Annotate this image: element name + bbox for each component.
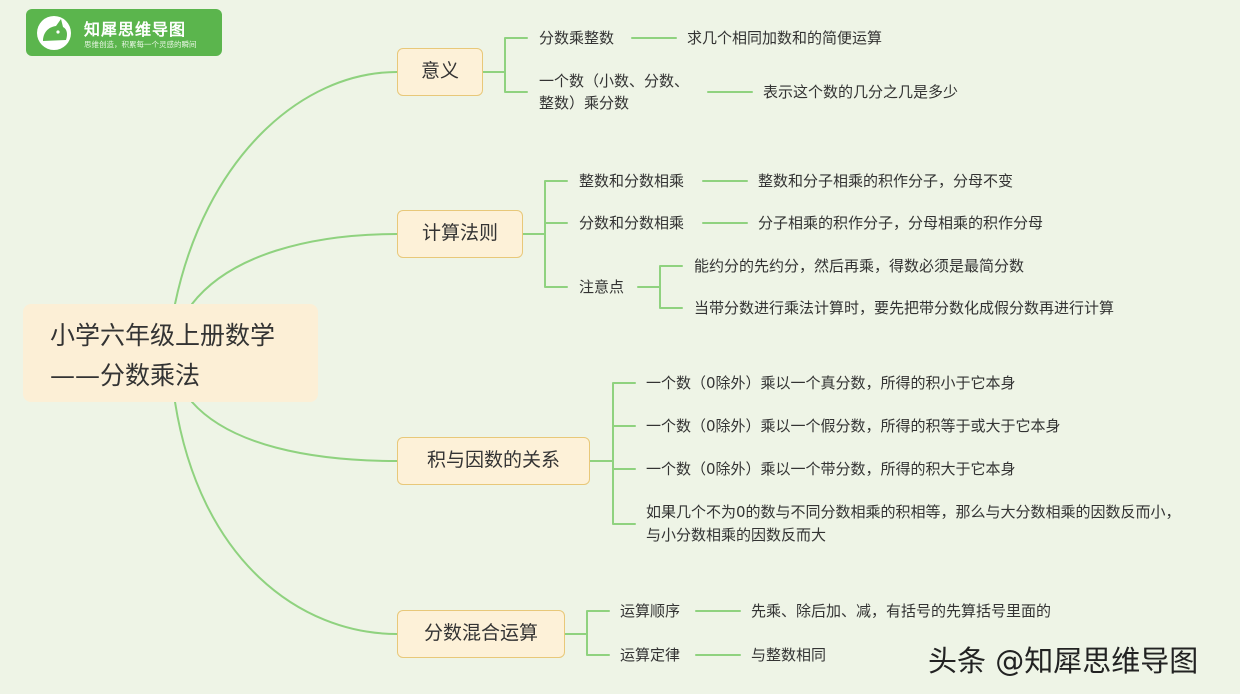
meaning-item-1: 分数乘整数 <box>539 29 615 47</box>
mixed-item-2-desc: 与整数相同 <box>751 646 827 664</box>
root-title-line2: ——分数乘法 <box>50 361 201 390</box>
logo-title: 知犀思维导图 <box>84 20 187 39</box>
connector-root-mixed <box>174 401 398 635</box>
meaning-item-2-line1: 一个数（小数、分数、 <box>539 72 690 90</box>
connector-root-relation <box>191 401 398 462</box>
logo-badge: 知犀思维导图 思维创造，积累每一个灵感的瞬间 <box>26 9 222 56</box>
rhino-logo-icon <box>37 16 71 50</box>
watermark: 头条 @知犀思维导图 <box>928 644 1199 678</box>
relation-item-1: 一个数（0除外）乘以一个真分数，所得的积小于它本身 <box>646 374 1016 392</box>
relation-item-4-line1: 如果几个不为0的数与不同分数相乘的积相等，那么与大分数相乘的因数反而小， <box>646 503 1181 521</box>
rules-item-3: 注意点 <box>579 278 625 296</box>
connector-root-rules <box>191 233 398 305</box>
rules-note-2: 当带分数进行乘法计算时，要先把带分数化成假分数再进行计算 <box>694 299 1115 317</box>
branch-mixed: 分数混合运算 <box>397 610 565 658</box>
rules-item-2: 分数和分数相乘 <box>579 214 685 232</box>
mixed-item-2: 运算定律 <box>620 646 681 664</box>
root-node: 小学六年级上册数学 ——分数乘法 <box>23 304 318 402</box>
root-title-line1: 小学六年级上册数学 <box>50 321 276 350</box>
logo-slogan: 思维创造，积累每一个灵感的瞬间 <box>84 40 197 49</box>
rules-item-1: 整数和分数相乘 <box>579 172 685 190</box>
rules-item-2-desc: 分子相乘的积作分子，分母相乘的积作分母 <box>758 214 1044 232</box>
rules-note-1: 能约分的先约分，然后再乘，得数必须是最简分数 <box>694 257 1025 275</box>
mixed-item-1: 运算顺序 <box>620 602 681 620</box>
branch-rules: 计算法则 <box>397 210 523 258</box>
mixed-item-1-desc: 先乘、除后加、减，有括号的先算括号里面的 <box>751 602 1052 620</box>
meaning-item-2-desc: 表示这个数的几分之几是多少 <box>763 83 959 101</box>
relation-item-2: 一个数（0除外）乘以一个假分数，所得的积等于或大于它本身 <box>646 417 1061 435</box>
branch-meaning: 意义 <box>397 48 483 96</box>
relation-item-4-line2: 与小分数相乘的因数反而大 <box>646 526 827 544</box>
relation-item-3: 一个数（0除外）乘以一个带分数，所得的积大于它本身 <box>646 460 1016 478</box>
connector-root-meaning <box>174 71 398 305</box>
rules-item-1-desc: 整数和分子相乘的积作分子，分母不变 <box>758 172 1014 190</box>
branch-relation: 积与因数的关系 <box>397 437 590 485</box>
meaning-item-1-desc: 求几个相同加数和的简便运算 <box>687 29 883 47</box>
meaning-item-2-line2: 整数）乘分数 <box>539 94 630 112</box>
